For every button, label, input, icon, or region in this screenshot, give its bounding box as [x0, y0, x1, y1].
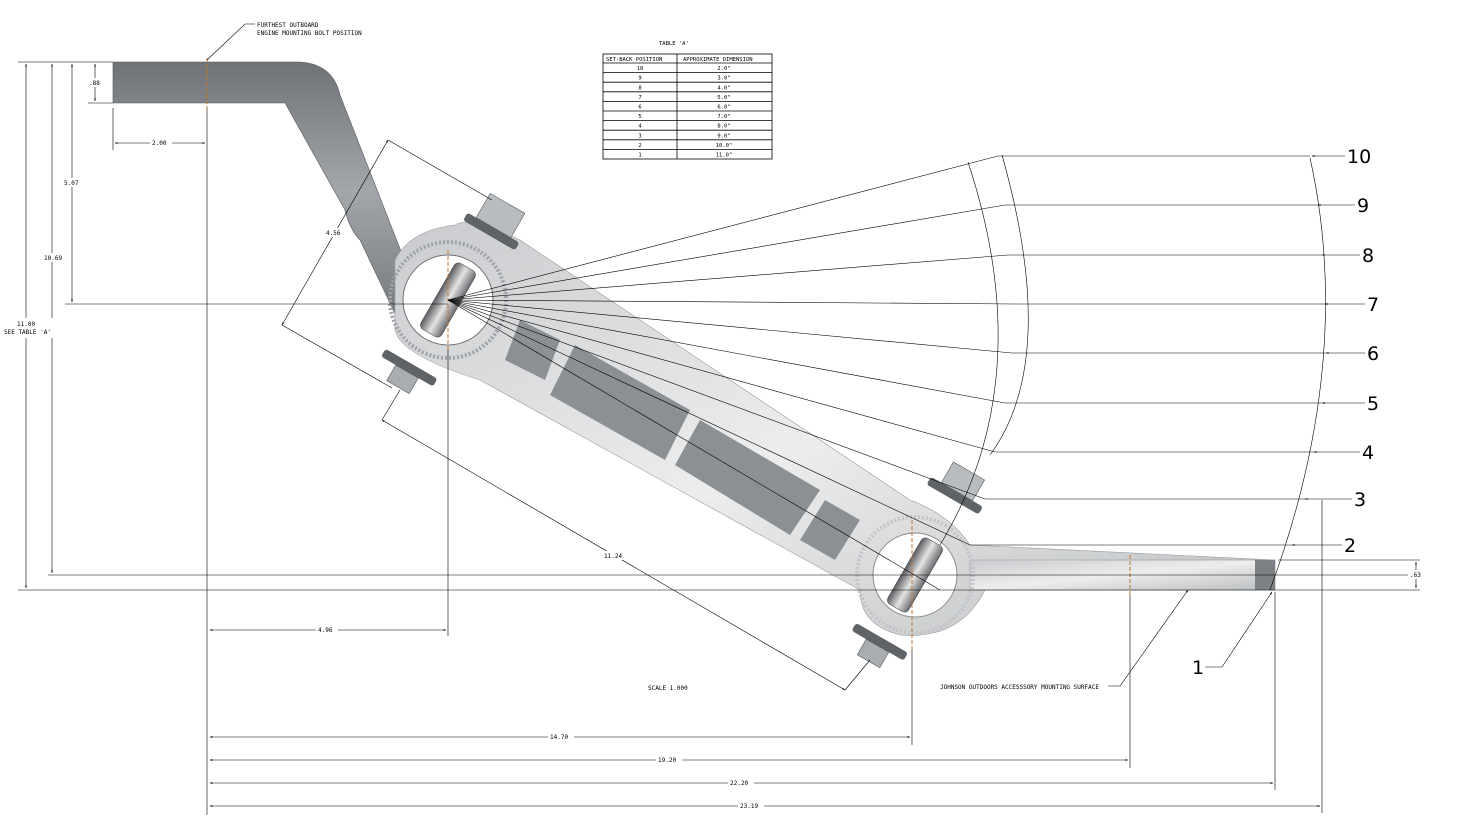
dim-1100-note: SEE TABLE 'A': [4, 329, 51, 336]
table-cell-position: 2: [638, 143, 641, 149]
dim-1470: 14.70: [550, 734, 568, 741]
table-cell-position: 1: [638, 153, 641, 159]
position-label-3: 3: [1354, 489, 1366, 511]
table-cell-position: 5: [638, 114, 641, 120]
mounting-surface-note: JOHNSON OUTDOORS ACCESSSORY MOUNTING SUR…: [940, 684, 1099, 691]
table-cell-position: 4: [638, 124, 642, 130]
scale-note: SCALE 1.000: [648, 685, 688, 692]
dim-496: 4.96: [318, 627, 333, 634]
note-bolt-position-line1: FURTHEST OUTBOARD: [257, 22, 319, 29]
table-cell-position: 6: [638, 105, 641, 111]
table-cell-position: 7: [638, 95, 641, 101]
upper-bolt-head: [464, 192, 526, 250]
table-cell-dimension: 7.0": [717, 114, 730, 120]
dim-200: 2.00: [152, 140, 167, 147]
dim-507: 5.07: [64, 180, 79, 187]
dim-1920: 19.20: [658, 757, 676, 764]
lower-nut: [852, 623, 907, 669]
table-header-dimension: APPROXIMATE DIMENSION: [683, 57, 753, 63]
table-title: TABLE 'A': [659, 41, 689, 47]
dim-088: .88: [89, 80, 100, 87]
dim-456: 4.56: [326, 230, 341, 237]
table-cell-dimension: 5.0": [717, 95, 730, 101]
dim-063: .63: [1410, 572, 1421, 579]
position-label-8: 8: [1362, 245, 1374, 267]
table-cell-dimension: 6.0": [717, 105, 730, 111]
table-cell-dimension: 2.0": [717, 66, 730, 72]
position-label-10: 10: [1347, 146, 1371, 168]
engine-mount-bracket: [112, 58, 421, 321]
table-cell-dimension: 9.0": [717, 133, 730, 139]
position-label-1: 1: [1192, 657, 1204, 679]
position-label-2: 2: [1344, 535, 1356, 557]
position-label-7: 7: [1367, 294, 1379, 316]
lower-bolt-head: [927, 461, 985, 514]
position-label-5: 5: [1367, 393, 1379, 415]
table-cell-dimension: 8.0": [717, 124, 730, 130]
setback-fan: [447, 154, 1326, 591]
table-cell-position: 9: [638, 76, 641, 82]
position-label-6: 6: [1367, 343, 1379, 365]
table-cell-dimension: 10.0": [716, 143, 733, 149]
table-cell-position: 3: [638, 133, 641, 139]
dim-1069: 10.69: [44, 255, 62, 262]
note-bolt-position-line2: ENGINE MOUNTING BOLT POSITION: [257, 30, 362, 37]
accessory-bracket: [394, 221, 1276, 636]
table-cell-position: 8: [638, 85, 641, 91]
table-cell-dimension: 11.0": [716, 153, 733, 159]
position-leaders: [1205, 155, 1365, 668]
table-header-position: SET-BACK POSITION: [606, 57, 662, 63]
table-cell-position: 10: [637, 66, 644, 72]
dim-2220: 22.20: [730, 780, 748, 787]
position-label-9: 9: [1357, 195, 1369, 217]
table-cell-dimension: 3.0": [717, 76, 730, 82]
dim-2319: 23.19: [740, 803, 758, 810]
dim-1100: 11.00: [17, 321, 35, 328]
position-label-4: 4: [1362, 442, 1374, 464]
table-cell-dimension: 4.0": [717, 85, 730, 91]
upper-nut: [382, 349, 437, 395]
setback-table: TABLE 'A' SET-BACK POSITION APPROXIMATE …: [602, 41, 773, 160]
dim-1124: 11.24: [604, 553, 622, 560]
